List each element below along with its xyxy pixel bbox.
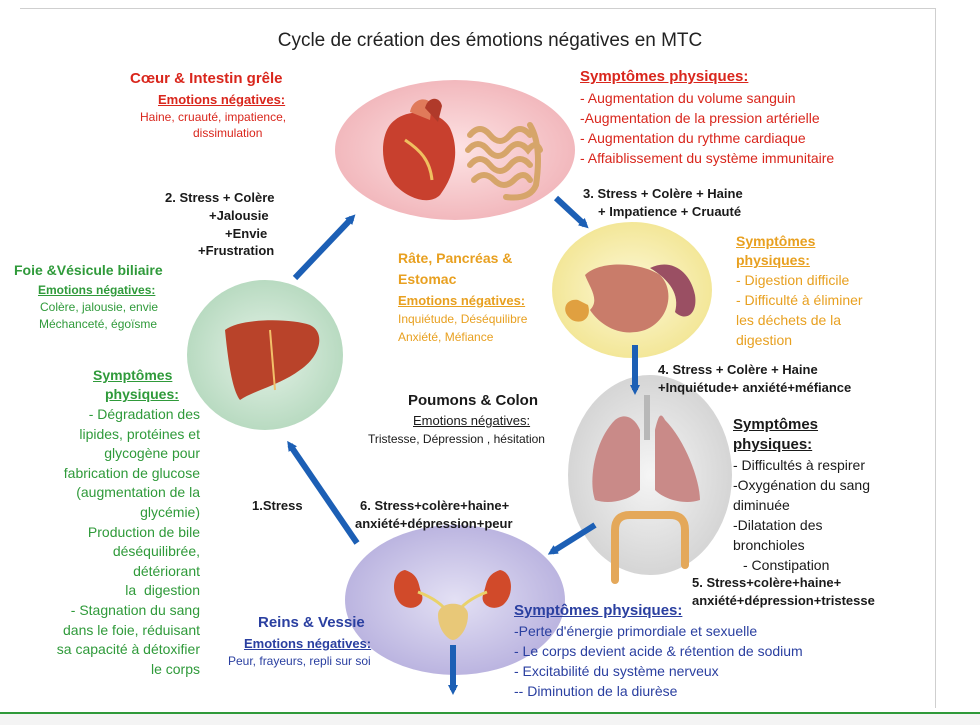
rate-symptom-3: les déchets de la [736, 312, 841, 328]
foie-symptom-10: la digestion [0, 581, 200, 601]
arrow-foie-to-coeur [295, 218, 352, 278]
foie-symptom-12: dans le foie, réduisant [0, 621, 200, 641]
foie-emotions-line-2: Méchanceté, égoïsme [39, 317, 157, 331]
rate-symptom-4: digestion [736, 332, 792, 348]
rate-symptom-2: - Difficulté à éliminer [736, 292, 863, 308]
stage-6-line-2: anxiété+dépression+peur [355, 516, 513, 531]
poumons-name: Poumons & Colon [408, 392, 538, 409]
foie-symptom-2: lipides, protéines et [0, 425, 200, 445]
coeur-symptom-1: - Augmentation du volume sanguin [580, 90, 796, 106]
reins-symptom-3: - Excitabilité du système nerveux [514, 663, 719, 679]
rate-symptom-1: - Digestion difficile [736, 272, 849, 288]
stage-3-line-2: + Impatience + Cruauté [598, 204, 741, 219]
stage-2-line-2: +Jalousie [209, 208, 269, 223]
reins-emotions-label: Emotions négatives: [244, 636, 371, 651]
rate-name-line-1: Râte, Pancréas & [398, 250, 512, 266]
stage-6-line-1: 6. Stress+colère+haine+ [360, 498, 509, 513]
stage-2-line-1: 2. Stress + Colère [165, 190, 274, 205]
poumons-emotions-label: Emotions négatives: [413, 413, 530, 428]
foie-symptom-13: sa capacité à détoxifier [0, 640, 200, 660]
reins-symptom-1: -Perte d'énergie primordiale et sexuelle [514, 623, 757, 639]
coeur-emotions-line-1: Haine, cruauté, impatience, [140, 110, 286, 124]
poumons-symptoms-label-1: Symptômes [733, 416, 818, 433]
stage-5-line-2: anxiété+dépression+tristesse [692, 593, 875, 608]
rate-symptoms-label-1: Symptômes [736, 233, 815, 249]
rate-name-line-2: Estomac [398, 271, 456, 287]
reins-symptom-4: -- Diminution de la diurèse [514, 683, 677, 699]
stage-2-line-3: +Envie [225, 226, 267, 241]
rate-emotions-line-1: Inquiétude, Déséquilibre [398, 312, 527, 326]
poumons-symptoms-label-2: physiques: [733, 436, 812, 453]
foie-symptoms-label-2: physiques: [105, 386, 179, 402]
arrow-reins-to-foie [290, 445, 357, 543]
coeur-symptom-4: - Affaiblissement du système immunitaire [580, 150, 834, 166]
foie-symptom-5: (augmentation de la [0, 483, 200, 503]
foie-name: Foie &Vésicule biliaire [14, 262, 163, 278]
reins-name: Reins & Vessie [258, 614, 365, 631]
stage-2-line-4: +Frustration [198, 243, 274, 258]
foie-symptoms-list: - Dégradation des lipides, protéines et … [0, 405, 200, 679]
foie-symptom-14: le corps [0, 660, 200, 680]
poumons-symptom-1: - Difficultés à respirer [733, 457, 865, 473]
foie-symptoms-label-1: Symptômes [93, 367, 172, 383]
coeur-symptoms-label: Symptômes physiques: [580, 68, 748, 85]
poumons-symptom-6: - Constipation [743, 557, 829, 573]
rate-symptoms-label-2: physiques: [736, 252, 810, 268]
reins-symptoms-label: Symptômes physiques: [514, 602, 682, 619]
arrow-coeur-to-rate [556, 198, 585, 225]
stage-4-line-1: 4. Stress + Colère + Haine [658, 362, 818, 377]
poumons-symptom-4: -Dilatation des [733, 517, 823, 533]
foie-symptom-1: - Dégradation des [0, 405, 200, 425]
poumons-symptom-2: -Oxygénation du sang [733, 477, 870, 493]
coeur-emotions-label: Emotions négatives: [158, 92, 285, 107]
coeur-emotions-line-2: dissimulation [193, 126, 262, 140]
reins-emotions-line: Peur, frayeurs, repli sur soi [228, 654, 371, 668]
coeur-symptom-2: -Augmentation de la pression artérielle [580, 110, 820, 126]
stage-5-line-1: 5. Stress+colère+haine+ [692, 575, 841, 590]
stage-4-line-2: +Inquiétude+ anxiété+méfiance [658, 380, 851, 395]
poumons-emotions-line: Tristesse, Dépression , hésitation [368, 432, 545, 446]
coeur-symptom-3: - Augmentation du rythme cardiaque [580, 130, 806, 146]
foie-symptom-8: déséquilibrée, [0, 542, 200, 562]
foie-symptom-6: glycémie) [0, 503, 200, 523]
foie-emotions-label: Emotions négatives: [38, 283, 155, 297]
foie-symptom-9: détériorant [0, 562, 200, 582]
stage-3-line-1: 3. Stress + Colère + Haine [583, 186, 743, 201]
foie-symptom-3: glycogène pour [0, 444, 200, 464]
poumons-symptom-5: bronchioles [733, 537, 805, 553]
coeur-name: Cœur & Intestin grêle [130, 70, 283, 87]
reins-symptom-2: - Le corps devient acide & rétention de … [514, 643, 803, 659]
poumons-symptom-3: diminuée [733, 497, 790, 513]
foie-symptom-11: - Stagnation du sang [0, 601, 200, 621]
foie-emotions-line-1: Colère, jalousie, envie [40, 300, 158, 314]
rate-emotions-line-2: Anxiété, Méfiance [398, 330, 493, 344]
stage-1: 1.Stress [252, 498, 303, 513]
foie-symptom-7: Production de bile [0, 523, 200, 543]
foie-symptom-4: fabrication de glucose [0, 464, 200, 484]
rate-emotions-label: Emotions négatives: [398, 293, 525, 308]
